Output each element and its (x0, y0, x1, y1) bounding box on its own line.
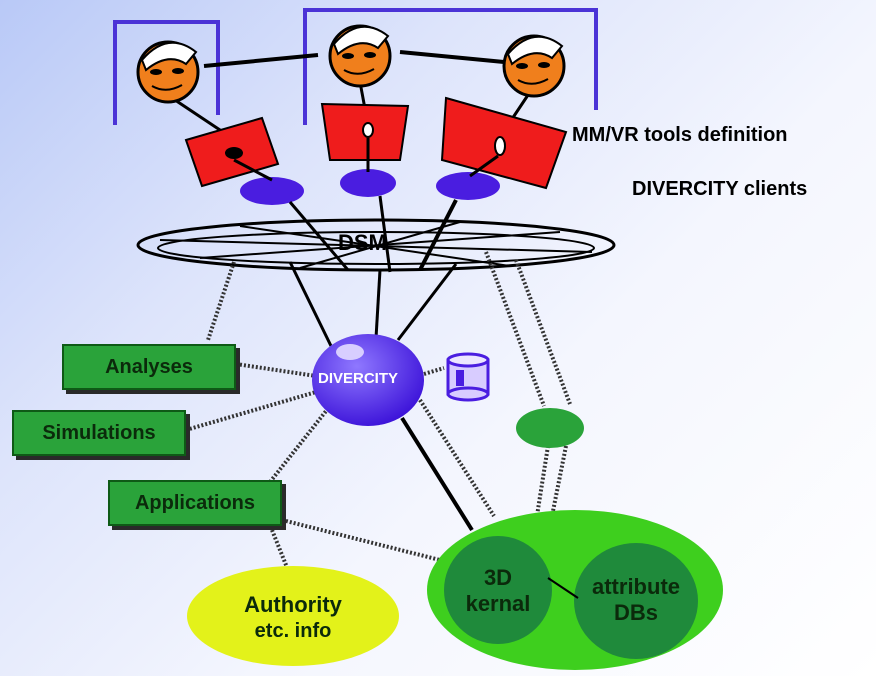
client-node (340, 169, 396, 197)
database-cylinder-icon (446, 352, 490, 402)
client-node (240, 177, 304, 205)
authority-line-1: Authority (244, 592, 342, 617)
relay-node (516, 408, 584, 448)
network-label: DSM (338, 230, 387, 255)
monitor-icon (440, 96, 568, 190)
analyses-box: Analyses (62, 344, 236, 390)
core-label: DIVERCITY (318, 370, 399, 387)
authority-text: Authority etc. info (210, 592, 376, 644)
clients-label: DIVERCITY clients (632, 178, 808, 200)
face-link-2 (399, 50, 505, 64)
user-face-icon (502, 34, 566, 129)
applications-box: Applications (108, 480, 282, 526)
face-link-1 (203, 53, 319, 68)
attribute-db-node (574, 543, 698, 659)
attribute-text: attribute DBs (576, 574, 696, 626)
network-ring (136, 218, 616, 272)
attribute-line-2: DBs (613, 600, 658, 625)
attribute-line-1: attribute (592, 574, 680, 599)
simulations-box: Simulations (12, 410, 186, 456)
monitor-icon (320, 102, 410, 161)
authority-line-2: etc. info (254, 620, 332, 642)
kernel-text: 3D kernal (456, 565, 540, 617)
authority-node (187, 566, 399, 666)
kernel-node (444, 536, 552, 644)
kernel-line-2: kernal (465, 591, 531, 616)
monitor-icon (184, 116, 280, 188)
tools-definition-label: MM/VR tools definition (572, 124, 788, 146)
user-face-icon (136, 40, 233, 140)
bracket-right (303, 8, 598, 125)
bracket-left (113, 20, 220, 125)
client-node (436, 172, 500, 200)
kernel-line-1: 3D (483, 565, 513, 590)
